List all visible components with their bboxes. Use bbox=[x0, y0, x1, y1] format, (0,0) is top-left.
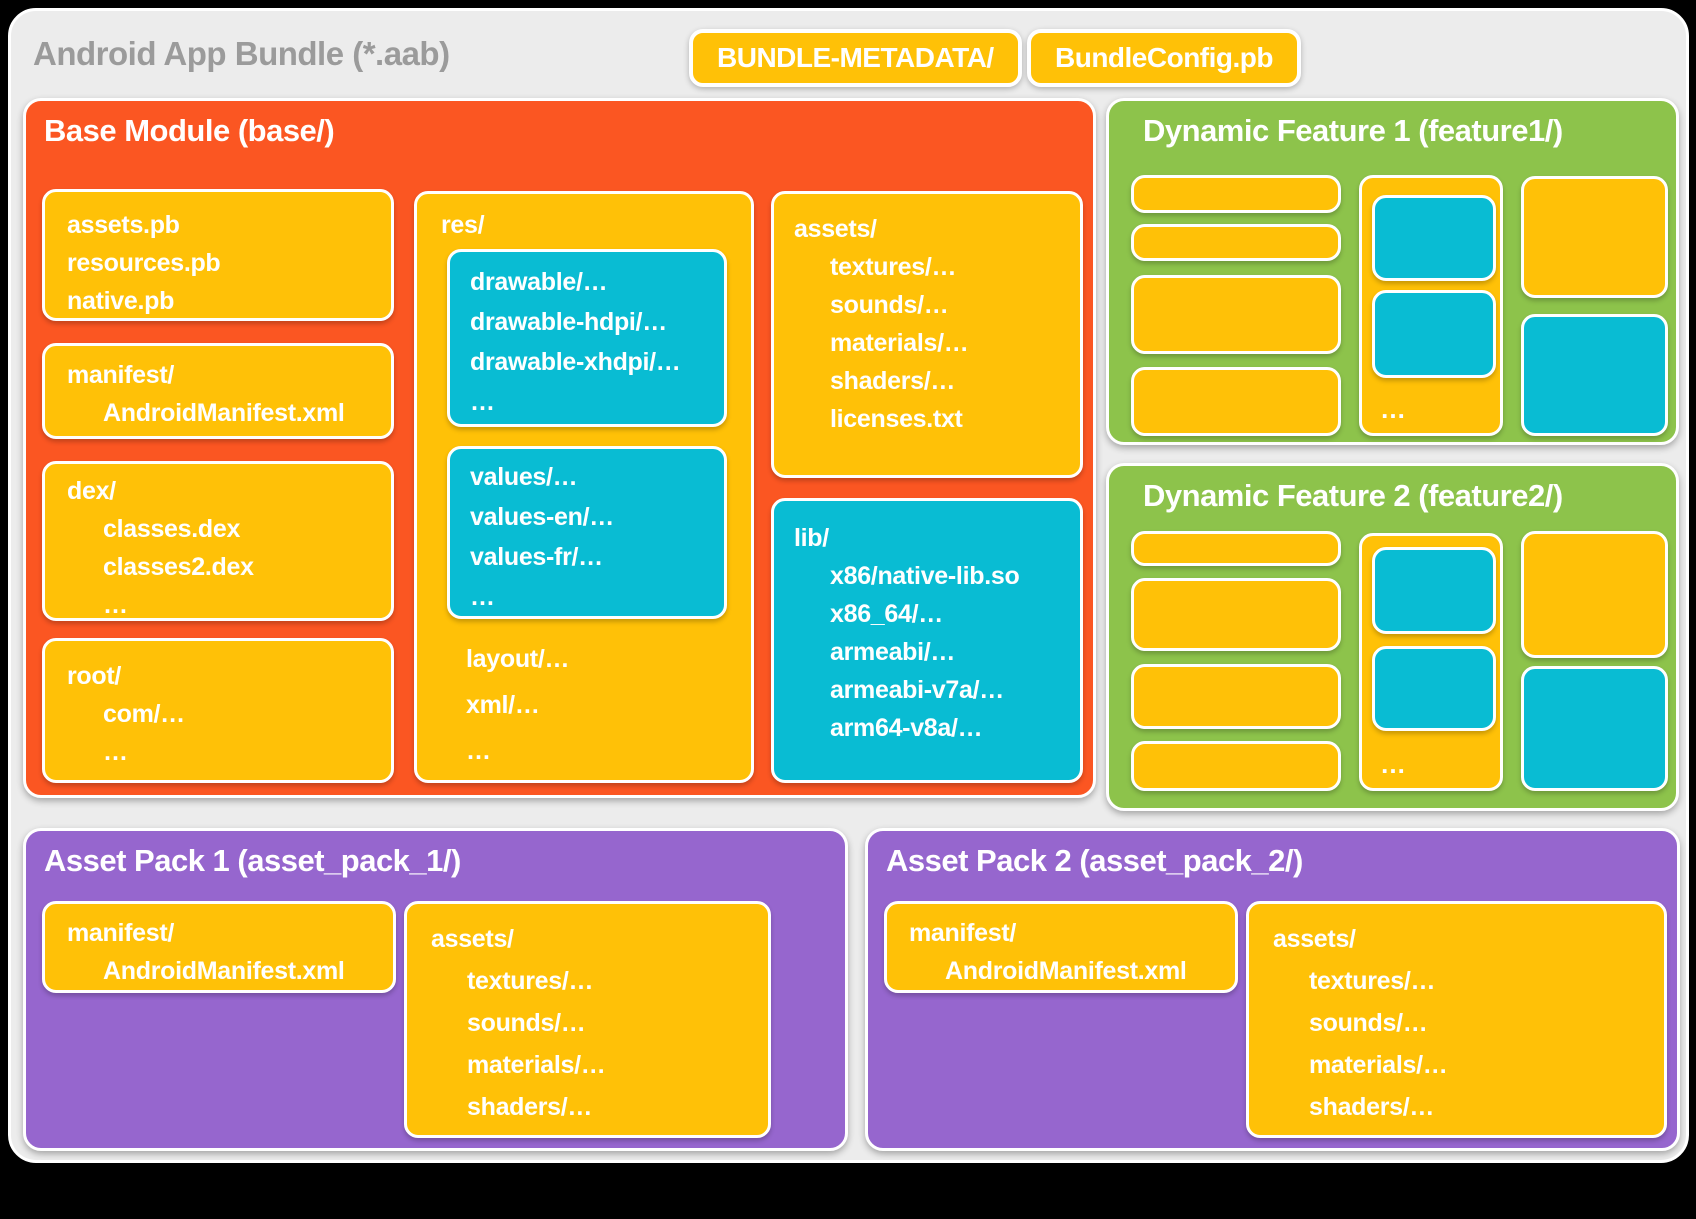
root-box: root/ com/… … bbox=[42, 638, 394, 783]
placeholder-box-cyan bbox=[1521, 666, 1668, 791]
placeholder-box-yellow bbox=[1521, 531, 1668, 658]
placeholder-box-yellow bbox=[1131, 741, 1341, 791]
file-entry: classes2.dex bbox=[103, 553, 254, 581]
bundle-metadata-badge: BUNDLE-METADATA/ bbox=[689, 29, 1022, 87]
file-entry: licenses.txt bbox=[830, 405, 963, 433]
placeholder-box-cyan bbox=[1372, 547, 1496, 634]
drawable-box: drawable/… drawable-hdpi/… drawable-xhdp… bbox=[447, 249, 727, 427]
dir-entry: textures/… bbox=[1309, 967, 1436, 995]
assets-box: assets/ textures/… sounds/… materials/… … bbox=[771, 191, 1083, 478]
file-entry: AndroidManifest.xml bbox=[103, 399, 345, 427]
dir-entry: arm64-v8a/… bbox=[830, 714, 983, 742]
dir-entry: values-en/… bbox=[470, 503, 614, 531]
file-entry: resources.pb bbox=[67, 249, 221, 277]
assets-box: assets/ textures/… sounds/… materials/… … bbox=[1246, 901, 1667, 1138]
placeholder-box-cyan bbox=[1372, 646, 1496, 731]
file-entry: classes.dex bbox=[103, 515, 241, 543]
dir-entry: manifest/ bbox=[909, 919, 1017, 947]
file-entry: x86/native-lib.so bbox=[830, 562, 1020, 590]
dex-box: dex/ classes.dex classes2.dex … bbox=[42, 461, 394, 621]
dir-entry: assets/ bbox=[794, 215, 877, 243]
file-entry: assets.pb bbox=[67, 211, 180, 239]
placeholder-box-yellow bbox=[1131, 275, 1341, 354]
dir-entry: armeabi/… bbox=[830, 638, 956, 666]
placeholder-box-yellow bbox=[1521, 176, 1668, 298]
ellipsis-entry: … bbox=[1380, 749, 1407, 779]
dir-entry: armeabi-v7a/… bbox=[830, 676, 1004, 704]
placeholder-box-yellow bbox=[1131, 367, 1341, 436]
placeholder-box-cyan bbox=[1372, 195, 1496, 281]
dir-entry: dex/ bbox=[67, 477, 116, 505]
ellipsis-entry: … bbox=[470, 583, 495, 611]
dir-entry: layout/… bbox=[466, 645, 570, 673]
assets-box: assets/ textures/… sounds/… materials/… … bbox=[404, 901, 771, 1138]
dir-entry: root/ bbox=[67, 662, 122, 690]
pb-files-box: assets.pb resources.pb native.pb bbox=[42, 189, 394, 321]
dir-entry: drawable-xhdpi/… bbox=[470, 348, 681, 376]
ellipsis-entry: … bbox=[103, 591, 128, 619]
placeholder-box-yellow bbox=[1131, 175, 1341, 213]
dir-entry: values/… bbox=[470, 463, 578, 491]
file-entry: native.pb bbox=[67, 287, 175, 315]
base-module-title: Base Module (base/) bbox=[44, 113, 335, 148]
res-extra-dirs: layout/… xml/… … bbox=[466, 636, 569, 774]
bundle-panel: Android App Bundle (*.aab) BUNDLE-METADA… bbox=[8, 8, 1689, 1163]
dir-entry: shaders/… bbox=[467, 1093, 593, 1121]
manifest-box: manifest/ AndroidManifest.xml bbox=[42, 343, 394, 439]
ellipsis-entry: … bbox=[470, 388, 495, 416]
dir-entry: textures/… bbox=[467, 967, 594, 995]
dir-entry: assets/ bbox=[431, 925, 514, 953]
dir-entry: com/… bbox=[103, 700, 185, 728]
asset-pack-2: Asset Pack 2 (asset_pack_2/) manifest/ A… bbox=[865, 828, 1680, 1151]
dir-entry: sounds/… bbox=[1309, 1009, 1428, 1037]
placeholder-box-cyan bbox=[1372, 290, 1496, 378]
dynamic-feature-2: Dynamic Feature 2 (feature2/) … bbox=[1106, 463, 1679, 811]
asset-pack-2-title: Asset Pack 2 (asset_pack_2/) bbox=[886, 843, 1303, 878]
dir-entry: shaders/… bbox=[830, 367, 956, 395]
dir-entry: xml/… bbox=[466, 691, 540, 719]
dynamic-feature-1: Dynamic Feature 1 (feature1/) … bbox=[1106, 98, 1679, 445]
values-box: values/… values-en/… values-fr/… … bbox=[447, 446, 727, 619]
dir-entry: materials/… bbox=[830, 329, 969, 357]
dir-entry: assets/ bbox=[1273, 925, 1356, 953]
dir-entry: res/ bbox=[441, 211, 485, 239]
dir-entry: x86_64/… bbox=[830, 600, 943, 628]
placeholder-box-cyan bbox=[1521, 314, 1668, 436]
dir-entry: sounds/… bbox=[467, 1009, 586, 1037]
nested-placeholder-box: … bbox=[1359, 175, 1503, 436]
placeholder-box-yellow bbox=[1131, 224, 1341, 261]
dynamic-feature-2-title: Dynamic Feature 2 (feature2/) bbox=[1143, 478, 1563, 513]
dir-entry: lib/ bbox=[794, 524, 829, 552]
manifest-box: manifest/ AndroidManifest.xml bbox=[42, 901, 396, 993]
nested-placeholder-box: … bbox=[1359, 533, 1503, 791]
dir-entry: manifest/ bbox=[67, 361, 175, 389]
dir-entry: sounds/… bbox=[830, 291, 949, 319]
manifest-box: manifest/ AndroidManifest.xml bbox=[884, 901, 1238, 993]
dir-entry: textures/… bbox=[830, 253, 957, 281]
dir-entry: manifest/ bbox=[67, 919, 175, 947]
bundle-config-badge: BundleConfig.pb bbox=[1027, 29, 1302, 87]
asset-pack-1-title: Asset Pack 1 (asset_pack_1/) bbox=[44, 843, 461, 878]
dir-entry: materials/… bbox=[1309, 1051, 1448, 1079]
file-entry: AndroidManifest.xml bbox=[103, 957, 345, 985]
dir-entry: materials/… bbox=[467, 1051, 606, 1079]
page-title: Android App Bundle (*.aab) bbox=[33, 35, 450, 72]
base-module: Base Module (base/) assets.pb resources.… bbox=[23, 98, 1096, 798]
dir-entry: shaders/… bbox=[1309, 1093, 1435, 1121]
placeholder-box-yellow bbox=[1131, 578, 1341, 651]
asset-pack-1: Asset Pack 1 (asset_pack_1/) manifest/ A… bbox=[23, 828, 848, 1151]
lib-box: lib/ x86/native-lib.so x86_64/… armeabi/… bbox=[771, 498, 1083, 783]
placeholder-box-yellow bbox=[1131, 664, 1341, 729]
ellipsis-entry: … bbox=[466, 737, 491, 765]
ellipsis-entry: … bbox=[103, 738, 128, 766]
dir-entry: values-fr/… bbox=[470, 543, 603, 571]
dynamic-feature-1-title: Dynamic Feature 1 (feature1/) bbox=[1143, 113, 1563, 148]
ellipsis-entry: … bbox=[1380, 394, 1407, 424]
file-entry: AndroidManifest.xml bbox=[945, 957, 1187, 985]
dir-entry: drawable/… bbox=[470, 268, 608, 296]
placeholder-box-yellow bbox=[1131, 531, 1341, 566]
dir-entry: drawable-hdpi/… bbox=[470, 308, 667, 336]
res-box: res/ drawable/… drawable-hdpi/… drawable… bbox=[414, 191, 754, 783]
